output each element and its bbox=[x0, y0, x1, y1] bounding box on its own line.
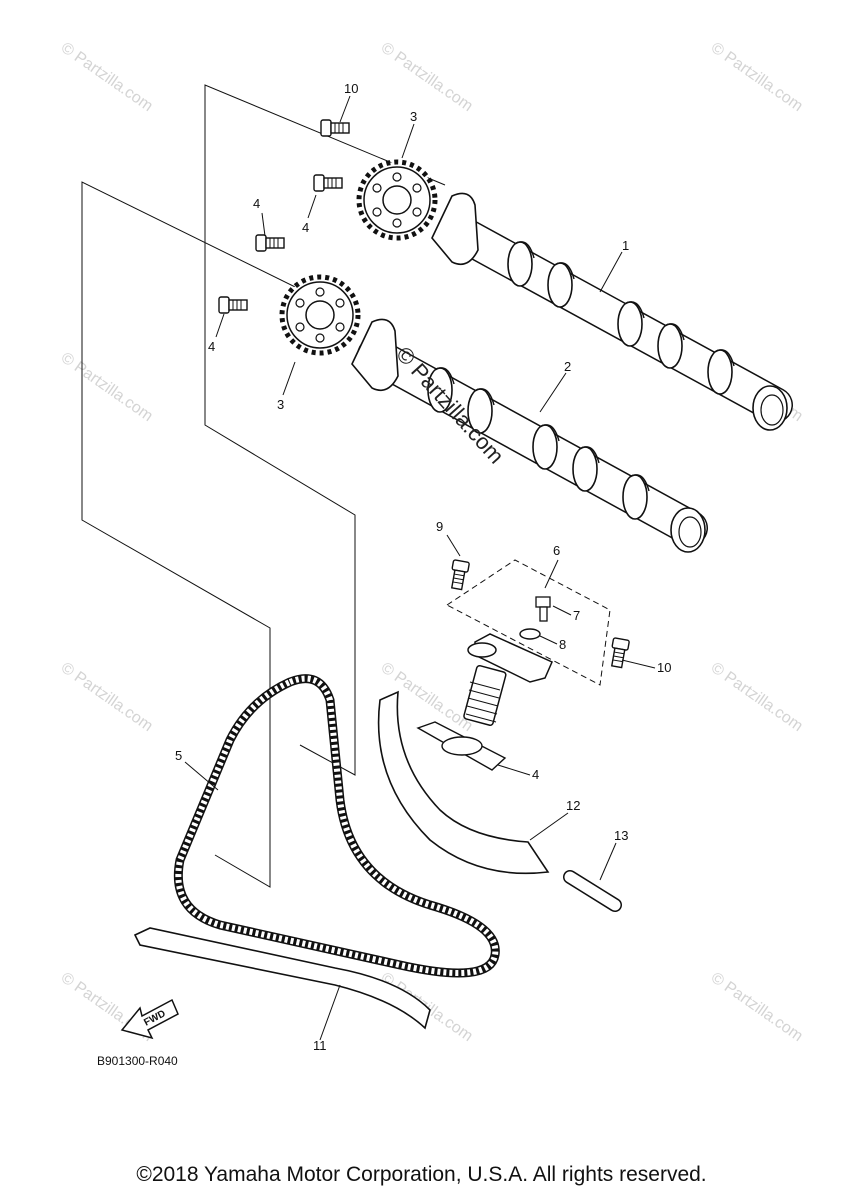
cam-sprocket-upper[interactable] bbox=[359, 162, 435, 238]
sprocket-bolt[interactable] bbox=[255, 234, 285, 252]
camshaft-exhaust[interactable] bbox=[351, 318, 708, 553]
watermark-text: © Partzilla.com bbox=[58, 349, 156, 425]
watermark-text: © Partzilla.com bbox=[708, 659, 806, 735]
callout-11: 11 bbox=[313, 1038, 327, 1053]
callout-8: 8 bbox=[559, 637, 566, 652]
tensioner-bolt-left[interactable] bbox=[448, 559, 471, 591]
callout-4: 10 bbox=[344, 81, 358, 96]
callout-10: 9 bbox=[436, 519, 443, 534]
assembly-guide-lines bbox=[81, 84, 611, 888]
callout-7: 7 bbox=[573, 608, 580, 623]
sprocket-bolt[interactable] bbox=[218, 296, 248, 314]
callout-9: 4 bbox=[532, 767, 539, 782]
callout-3: 3 bbox=[277, 397, 284, 412]
callout-6: 6 bbox=[553, 543, 560, 558]
camshaft-intake[interactable] bbox=[431, 192, 793, 431]
cam-sprocket-lower[interactable] bbox=[282, 277, 358, 353]
chain-tensioner[interactable] bbox=[463, 633, 553, 727]
callout-labels: 10 3 1 2 4 4 4 3 9 6 7 8 10 4 12 13 5 11 bbox=[175, 81, 671, 1053]
watermark-text: © Partzilla.com bbox=[708, 969, 806, 1045]
callout-2: 2 bbox=[564, 359, 571, 374]
watermark-text: © Partzilla.com bbox=[58, 659, 156, 735]
watermark-text: © Partzilla.com bbox=[378, 39, 476, 115]
tensioner-bolt-right[interactable] bbox=[608, 637, 631, 669]
callout-3: 3 bbox=[410, 109, 417, 124]
callout-10: 10 bbox=[657, 660, 671, 675]
diagram-code: B901300-R040 bbox=[97, 1054, 178, 1068]
forward-direction-arrow: FWD bbox=[120, 998, 179, 1040]
callout-5: 5 bbox=[175, 748, 182, 763]
chain-guide[interactable] bbox=[133, 927, 431, 1030]
tensioner-bolt-small[interactable] bbox=[535, 596, 551, 622]
callout-4: 4 bbox=[253, 196, 260, 211]
callout-13: 13 bbox=[614, 828, 628, 843]
callout-4: 4 bbox=[208, 339, 215, 354]
tensioner-gasket[interactable] bbox=[416, 721, 507, 771]
exploded-parts-diagram: © Partzilla.com © Partzilla.com © Partzi… bbox=[58, 39, 806, 1068]
chain-tensioner-guide[interactable] bbox=[377, 690, 550, 875]
sprocket-bolt[interactable] bbox=[313, 174, 343, 192]
watermark-text: © Partzilla.com bbox=[708, 39, 806, 115]
tensioner-washer[interactable] bbox=[519, 628, 541, 640]
sprocket-bolt[interactable] bbox=[320, 119, 350, 137]
callout-1: 1 bbox=[622, 238, 629, 253]
leader-lines bbox=[184, 95, 656, 1041]
guide-pin[interactable] bbox=[563, 870, 622, 912]
copyright-notice: ©2018 Yamaha Motor Corporation, U.S.A. A… bbox=[136, 1163, 707, 1186]
callout-4: 4 bbox=[302, 220, 309, 235]
callout-12: 12 bbox=[566, 798, 580, 813]
watermark-text: © Partzilla.com bbox=[58, 39, 156, 115]
